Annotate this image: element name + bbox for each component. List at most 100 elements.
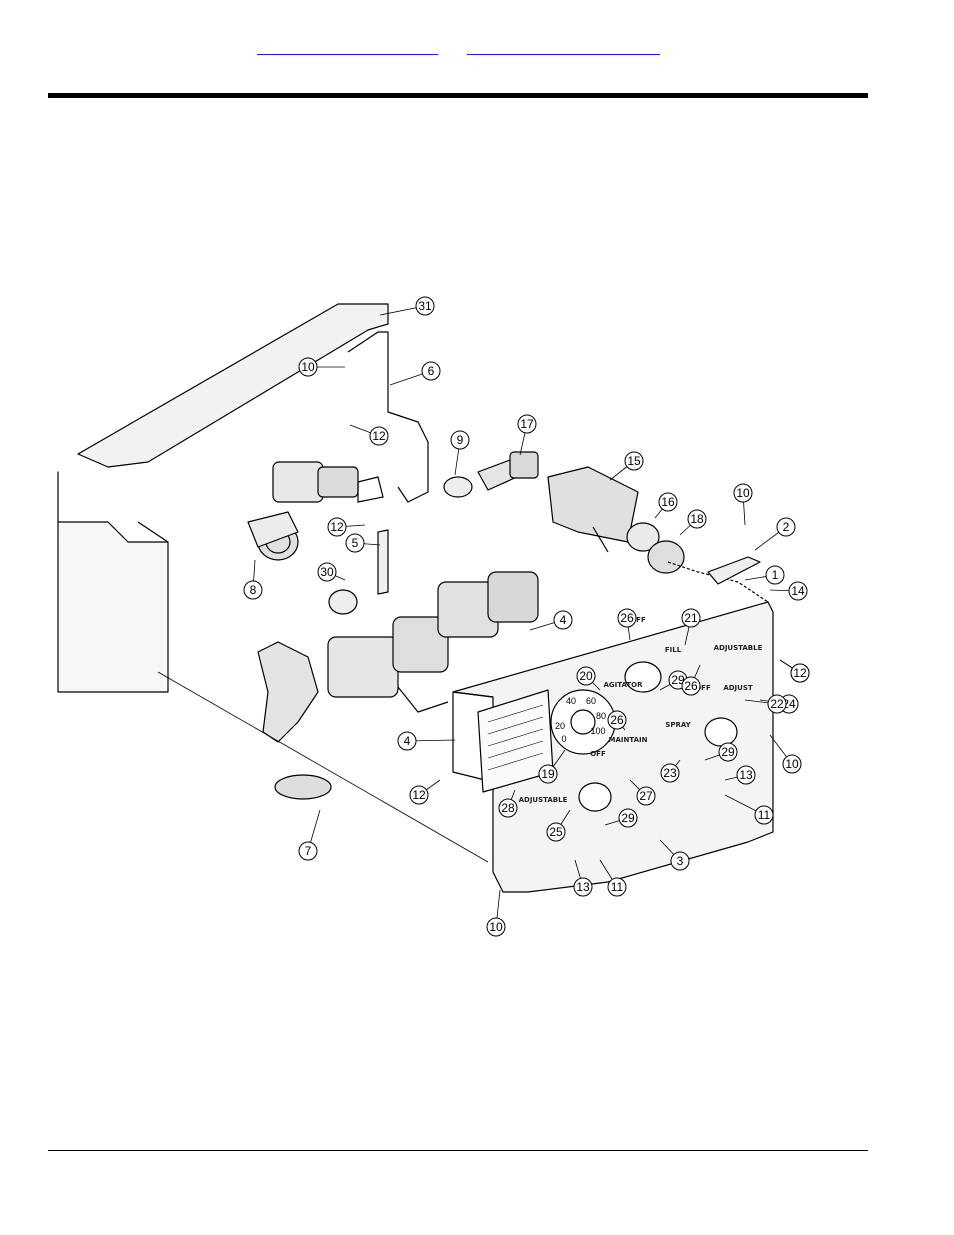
callout-26: 26 xyxy=(607,710,627,731)
hinge-bracket xyxy=(707,556,761,585)
callout-bubble xyxy=(486,917,506,937)
callout-number: 13 xyxy=(576,880,590,894)
callout-bubble xyxy=(553,610,573,630)
callout-23: 23 xyxy=(660,759,681,783)
callout-26: 26 xyxy=(681,664,701,696)
callout-number: 12 xyxy=(412,788,426,802)
callout-number: 3 xyxy=(677,854,684,868)
callout-bubble xyxy=(733,483,753,503)
callout-4: 4 xyxy=(397,731,456,751)
callout-22: 22 xyxy=(744,694,787,714)
callout-11: 11 xyxy=(599,859,627,897)
callout-bubble xyxy=(658,492,678,512)
gauge-20: 20 xyxy=(555,721,565,731)
plate-label-off: OFF xyxy=(630,616,646,624)
callout-bubble xyxy=(421,361,441,381)
callout-number: 17 xyxy=(520,417,534,431)
callout-bubble xyxy=(636,786,656,806)
callout-10: 10 xyxy=(486,889,506,937)
callout-number: 16 xyxy=(661,495,675,509)
callout-bubble xyxy=(327,517,347,537)
callout-number: 7 xyxy=(305,844,312,858)
callout-bubble xyxy=(670,851,690,871)
callout-17: 17 xyxy=(517,414,537,456)
parts-diagram: OFF FILL ADJUSTABLE AGITATOR OFF ADJUST … xyxy=(48,272,830,944)
callout-bubble xyxy=(576,666,596,686)
callout-number: 29 xyxy=(671,673,685,687)
callout-bubble xyxy=(397,731,417,751)
callout-bubble xyxy=(517,414,537,434)
callout-bubble xyxy=(624,451,644,471)
callout-bubble xyxy=(607,710,627,730)
enclosure-box xyxy=(57,471,169,693)
gauge-80: 80 xyxy=(596,711,606,721)
callout-1: 1 xyxy=(744,565,785,585)
callout-number: 10 xyxy=(489,920,503,934)
callout-bubble xyxy=(415,296,435,316)
callout-13: 13 xyxy=(724,765,756,785)
footer-rule xyxy=(48,1150,868,1151)
plate-label-fill: FILL xyxy=(665,646,682,654)
panel-leader-line xyxy=(157,671,489,863)
hose-elbow-assembly xyxy=(443,451,685,574)
lower-valve-assembly xyxy=(257,571,539,800)
callout-bubble xyxy=(618,808,638,828)
callout-number: 13 xyxy=(739,768,753,782)
callout-number: 26 xyxy=(620,611,634,625)
callout-3: 3 xyxy=(659,839,690,871)
callout-21: 21 xyxy=(681,608,701,646)
callout-bubble xyxy=(409,785,429,805)
callout-bubble xyxy=(538,764,558,784)
callout-number: 4 xyxy=(404,734,411,748)
nav-link-1[interactable] xyxy=(257,40,438,55)
callout-number: 11 xyxy=(758,808,771,822)
callout-number: 18 xyxy=(690,512,704,526)
callout-2: 2 xyxy=(754,517,796,551)
callout-number: 12 xyxy=(793,666,807,680)
callout-number: 29 xyxy=(721,745,735,759)
callout-28: 28 xyxy=(498,789,518,818)
callout-bubble xyxy=(369,426,389,446)
callout-group: 3110612179151012581618230114426211220292… xyxy=(243,296,810,937)
callout-number: 10 xyxy=(736,486,750,500)
callout-bubble xyxy=(546,822,566,842)
callout-bubble xyxy=(754,805,774,825)
callout-number: 25 xyxy=(549,825,563,839)
callout-12: 12 xyxy=(409,779,441,805)
callout-10: 10 xyxy=(298,357,345,377)
callout-bubble xyxy=(498,798,518,818)
callout-bubble xyxy=(617,608,637,628)
callout-12: 12 xyxy=(327,517,366,537)
callout-number: 21 xyxy=(684,611,698,625)
plate-label-off-2: OFF xyxy=(695,684,711,692)
mounting-bracket xyxy=(377,529,389,595)
callout-number: 19 xyxy=(541,767,555,781)
callout-27: 27 xyxy=(629,779,656,806)
vertical-plate xyxy=(378,331,429,503)
callout-number: 22 xyxy=(770,697,784,711)
callout-bubble xyxy=(718,742,738,762)
gauge-100: 100 xyxy=(590,726,605,736)
front-panel xyxy=(452,601,774,893)
gauge-40: 40 xyxy=(566,696,576,706)
callout-number: 26 xyxy=(684,679,698,693)
callout-bubble xyxy=(767,694,787,714)
callout-bubble xyxy=(450,430,470,450)
callout-bubble xyxy=(765,565,785,585)
callout-8: 8 xyxy=(243,559,263,600)
callout-number: 5 xyxy=(352,536,359,550)
callout-25: 25 xyxy=(546,809,571,842)
callout-29: 29 xyxy=(659,670,688,691)
header-rule xyxy=(48,93,868,98)
nav-link-2[interactable] xyxy=(467,40,660,55)
callout-number: 23 xyxy=(663,766,677,780)
callout-bubble xyxy=(681,608,701,628)
callout-14: 14 xyxy=(769,581,808,601)
callout-bubble xyxy=(681,676,701,696)
callout-4: 4 xyxy=(529,610,573,631)
plate-label-spray: SPRAY xyxy=(665,721,691,729)
callout-number: 14 xyxy=(791,584,805,598)
callout-bubble xyxy=(573,877,593,897)
plate-label-adjust: ADJUST xyxy=(723,684,753,692)
callout-9: 9 xyxy=(450,430,470,476)
